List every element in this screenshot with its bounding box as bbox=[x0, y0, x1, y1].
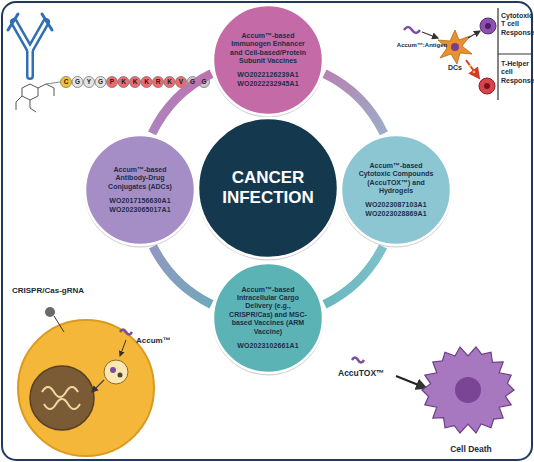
topic-circle: Accum™-based Cytotoxic Compounds (AccuTO… bbox=[339, 133, 453, 247]
peptide-residue: C bbox=[60, 78, 72, 86]
ring-connector bbox=[325, 246, 384, 304]
circle-shape bbox=[83, 133, 197, 247]
ring-connector bbox=[325, 74, 384, 134]
patent-numbers: WO2022126239A1 WO2022232945A1 bbox=[226, 71, 310, 88]
carrier-label: Accum™ bbox=[136, 336, 186, 346]
peptide-residue: K bbox=[164, 78, 176, 86]
peptide-residue: Y bbox=[83, 78, 95, 86]
response-label: T-Helper cell Response bbox=[501, 60, 532, 85]
patent-numbers: WO2023087103A1 WO2023028869A1 bbox=[354, 201, 438, 218]
antigen-label: Accum™:Antigen bbox=[396, 42, 448, 49]
immune-panel bbox=[404, 8, 532, 100]
topic-circle: Accum™-based Antibody-Drug Conjugates (A… bbox=[83, 133, 197, 247]
topic-heading: Accum™-based Antibody-Drug Conjugates (A… bbox=[98, 166, 182, 191]
topic-heading: Accum™-based Intracellular Cargo Deliver… bbox=[226, 286, 310, 336]
topic-heading: Accum™-based Immunogen Enhancer and Cell… bbox=[226, 32, 310, 66]
topic-heading: Accum™-based Cytotoxic Compounds (AccuTO… bbox=[354, 162, 438, 196]
peptide-residue: K bbox=[129, 78, 141, 86]
antibody-icon bbox=[8, 14, 52, 76]
ring-connector bbox=[153, 246, 212, 304]
accutox-illustration bbox=[352, 347, 514, 433]
peptide-residue: G bbox=[198, 78, 210, 86]
cell-illustration bbox=[18, 307, 154, 456]
drug-structure bbox=[16, 82, 60, 112]
topic-circle: Accum™-based Intracellular Cargo Deliver… bbox=[211, 261, 325, 375]
peptide-residue: V bbox=[175, 78, 187, 86]
peptide-residue: K bbox=[141, 78, 153, 86]
cell-label: DCs bbox=[440, 64, 470, 72]
peptide-residue: G bbox=[95, 78, 107, 86]
peptide-residue: R bbox=[152, 78, 164, 86]
topic-circle: CANCER INFECTION bbox=[196, 116, 340, 260]
peptide-residue: K bbox=[118, 78, 130, 86]
response-label: Cytotoxic T cell Response bbox=[501, 12, 532, 37]
cargo-label: CRISPR/Cas-gRNA bbox=[12, 286, 102, 296]
outcome-label: Cell Death bbox=[436, 444, 506, 454]
topic-circle: Accum™-based Immunogen Enhancer and Cell… bbox=[211, 3, 325, 117]
patent-numbers: WO2023102661A1 bbox=[226, 342, 310, 350]
patent-numbers: WO2017156630A1 WO2023065017A1 bbox=[98, 197, 182, 214]
peptide-residue: G bbox=[72, 78, 84, 86]
ring-connector bbox=[152, 74, 211, 134]
peptide-residue: P bbox=[106, 78, 118, 86]
circle-shape bbox=[211, 261, 325, 375]
topic-heading: CANCER INFECTION bbox=[208, 168, 328, 209]
compound-label: AccuTOX™ bbox=[338, 368, 398, 378]
peptide-residue: G bbox=[187, 78, 199, 86]
